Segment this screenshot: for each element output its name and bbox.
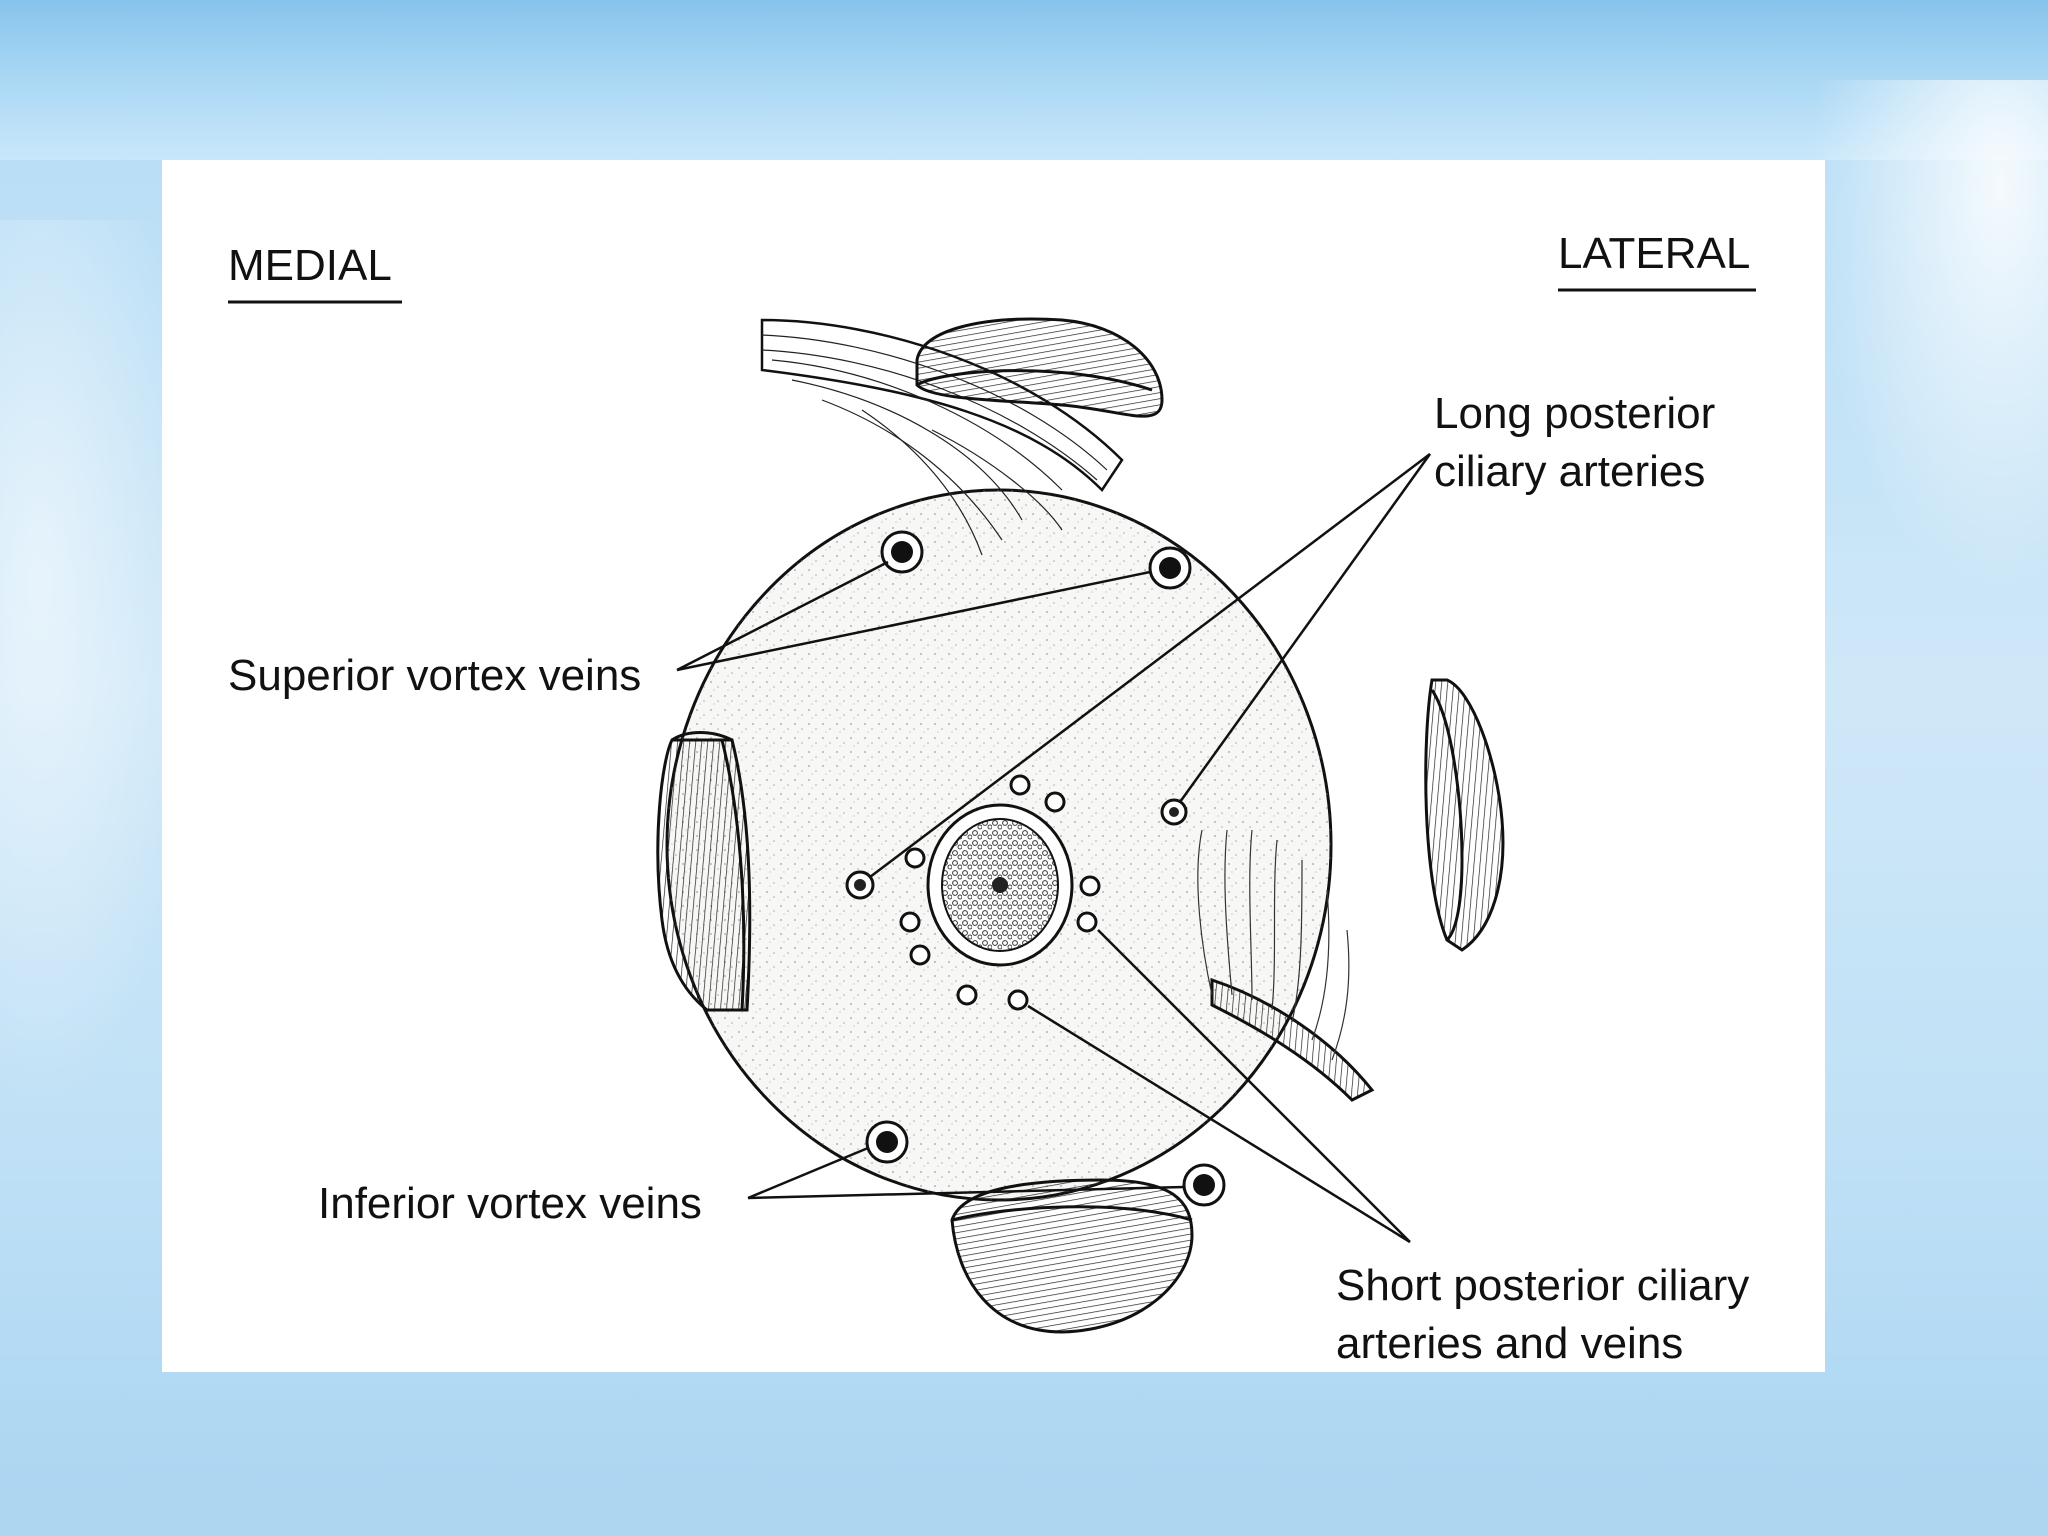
- lateral-label: LATERAL: [1558, 229, 1750, 278]
- short-posterior-ciliary-vessels: [899, 774, 1101, 1011]
- medial-rectus-stump: [656, 731, 752, 1012]
- long-posterior-label-line2: ciliary arteries: [1434, 447, 1705, 496]
- background-glow-right: [1808, 80, 2048, 600]
- inferior-vortex-veins: [865, 1120, 1226, 1207]
- long-posterior-ciliary-arteries: [845, 798, 1188, 900]
- inferior-oblique-insertion: [1197, 829, 1375, 1102]
- superior-vortex-label: Superior vortex veins: [228, 651, 641, 700]
- background-top-band: [0, 0, 2048, 160]
- superior-vortex-veins: [880, 530, 1192, 590]
- eye-posterior-diagram: MEDIAL LATERAL: [228, 229, 1756, 1368]
- inferior-rectus-stump: [950, 1178, 1194, 1334]
- short-posterior-label-line2: arteries and veins: [1336, 1319, 1683, 1368]
- leader-lines: [676, 453, 1432, 1244]
- diagram-panel: MEDIAL LATERAL: [162, 160, 1825, 1372]
- superior-rectus-stump: [915, 317, 1164, 418]
- short-posterior-label-line1: Short posterior ciliary: [1336, 1261, 1749, 1310]
- long-posterior-label-line1: Long posterior: [1434, 389, 1715, 438]
- background-bottom-band: [0, 1372, 2048, 1536]
- lateral-rectus-stump: [1424, 678, 1505, 952]
- inferior-vortex-label: Inferior vortex veins: [318, 1179, 702, 1228]
- optic-nerve: [926, 803, 1074, 967]
- medial-label: MEDIAL: [228, 241, 392, 290]
